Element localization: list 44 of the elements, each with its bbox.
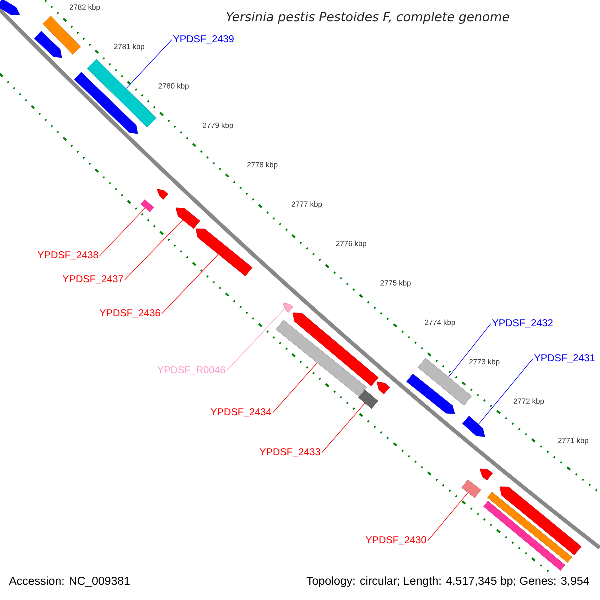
- gene-label: YPDSF_2434: [210, 408, 272, 418]
- gene-label: YPDSF_2431: [534, 354, 595, 364]
- leader-line: [162, 254, 219, 314]
- gene-feature: [42, 16, 82, 56]
- gene-feature: [358, 390, 378, 410]
- leader-line: [322, 403, 366, 454]
- gene-feature: [140, 200, 154, 212]
- gene-feature: [480, 468, 494, 481]
- footer-text: Topology: circular; Length: 4,517,345 bp; Genes: 3,954: [306, 576, 590, 588]
- gene-feature: [462, 416, 486, 438]
- gene-feature: [74, 72, 138, 134]
- gene-label: YPDSF_2430: [366, 536, 426, 546]
- gene-feature: [276, 320, 367, 397]
- gene-feature: [34, 31, 62, 58]
- leader-line: [448, 324, 492, 378]
- leader-line: [100, 208, 146, 256]
- gene-label: YPDSF_2436: [100, 310, 160, 318]
- gene-label: YPDSF_2439: [173, 36, 234, 44]
- gene-feature: [87, 59, 157, 128]
- gene-label: YPDSF_2432: [492, 320, 553, 328]
- gene-feature: [156, 188, 169, 200]
- gene-feature: [0, 0, 20, 16]
- gene-feature: [488, 492, 572, 563]
- gene-feature: [462, 480, 482, 498]
- leader-line: [272, 362, 318, 414]
- leader-line: [478, 358, 534, 425]
- gene-label: YPDSF_R0046: [158, 366, 226, 376]
- footer-text: Accession: NC_009381: [9, 576, 130, 588]
- gene-feature: [282, 302, 294, 313]
- leader-line: [126, 40, 172, 89]
- gene-feature: [500, 486, 582, 556]
- gene-feature: [406, 374, 456, 414]
- leader-line: [428, 492, 468, 542]
- gene-label: YPDSF_2438: [38, 252, 98, 260]
- gene-feature: [196, 228, 253, 276]
- leader-line: [226, 308, 285, 372]
- gene-label: YPDSF_2437: [62, 276, 124, 284]
- title: Yersinia pestis Pestoides F, complete genome: [226, 12, 510, 24]
- gene-feature: [484, 501, 566, 571]
- leader-line: [124, 220, 184, 280]
- gene-label: YPDSF_2433: [260, 448, 320, 458]
- gene-feature: [292, 312, 379, 386]
- gene-feature: [176, 208, 200, 230]
- gene-feature: [376, 382, 390, 395]
